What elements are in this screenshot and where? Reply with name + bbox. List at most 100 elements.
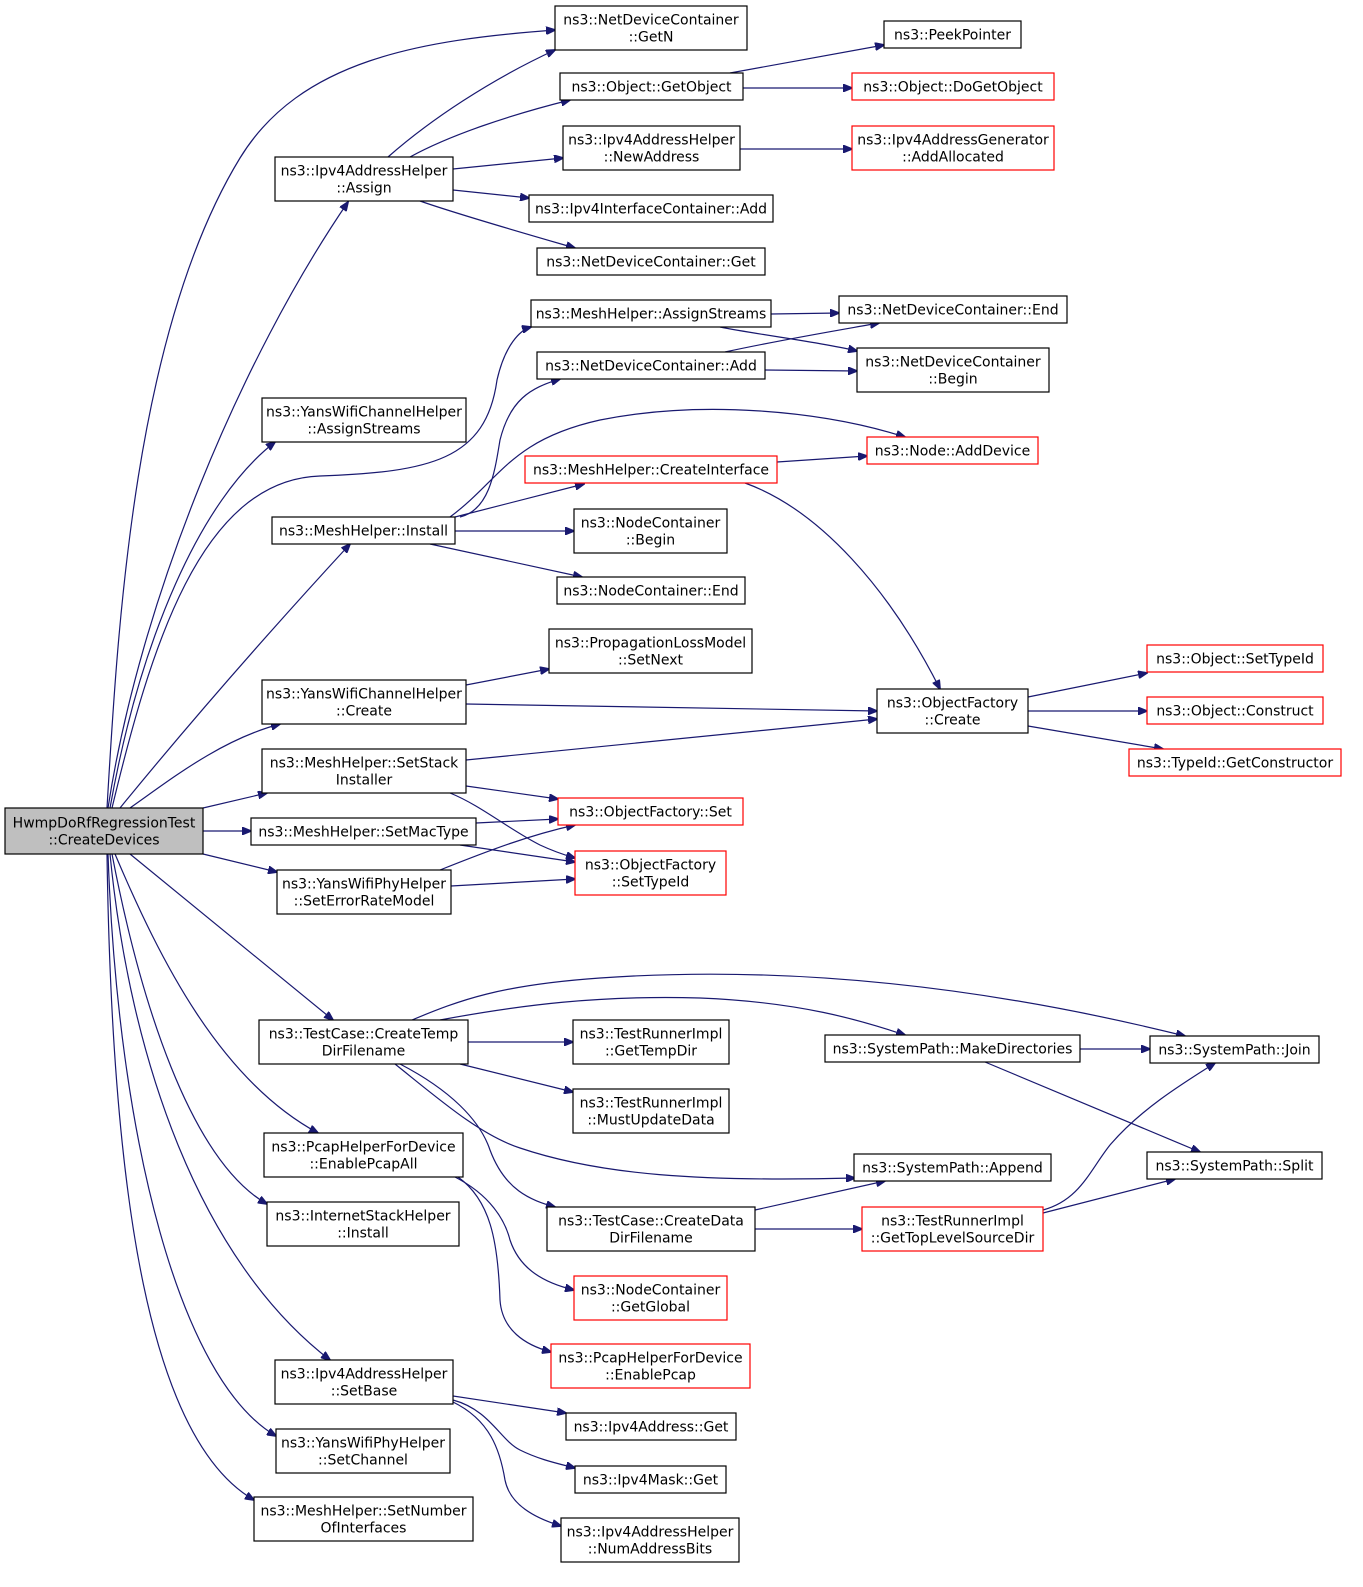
- edge-root-to-mh_assignstreams: [111, 327, 531, 809]
- node-peekpointer[interactable]: ns3::PeekPointer: [883, 20, 1022, 49]
- node-of-settypeid[interactable]: ns3::ObjectFactory::SetTypeId: [574, 850, 727, 896]
- node-label-line: ns3::SystemPath::MakeDirectories: [833, 1042, 1073, 1058]
- node-box: [266, 1201, 460, 1247]
- node-mh-assignstreams[interactable]: ns3::MeshHelper::AssignStreams: [530, 299, 772, 328]
- node-label-line: ns3::TestCase::CreateData: [558, 1214, 744, 1230]
- node-box: [261, 679, 467, 725]
- node-box: [866, 436, 1039, 465]
- node-obj-dogetobject[interactable]: ns3::Object::DoGetObject: [851, 72, 1055, 101]
- node-label-line: ns3::PcapHelperForDevice: [558, 1351, 742, 1367]
- edge-mh_setmactype-to-of_set: [475, 819, 558, 824]
- node-label-line: ns3::Ipv4Mask::Get: [583, 1473, 719, 1489]
- node-box: [263, 1132, 464, 1178]
- node-ndc-add[interactable]: ns3::NetDeviceContainer::Add: [536, 351, 766, 380]
- edge-mh_setmactype-to-of_settypeid: [459, 844, 575, 862]
- node-nc-getglobal[interactable]: ns3::NodeContainer::GetGlobal: [573, 1275, 728, 1321]
- node-ywph-seterrorratemodel[interactable]: ns3::YansWifiPhyHelper::SetErrorRateMode…: [276, 869, 452, 915]
- node-label-line: ns3::PropagationLossModel: [555, 636, 746, 652]
- edge-obj_getobject-to-peekpointer: [729, 45, 884, 74]
- node-obj-getobject[interactable]: ns3::Object::GetObject: [559, 72, 744, 101]
- node-box: [1146, 696, 1324, 725]
- node-node-adddevice[interactable]: ns3::Node::AddDevice: [866, 436, 1039, 465]
- node-ndc-begin[interactable]: ns3::NetDeviceContainer::Begin: [856, 347, 1050, 393]
- node-obj-construct[interactable]: ns3::Object::Construct: [1146, 696, 1324, 725]
- node-ywch-create[interactable]: ns3::YansWifiChannelHelper::Create: [261, 679, 467, 725]
- node-obj-settypeid[interactable]: ns3::Object::SetTypeId: [1146, 644, 1324, 673]
- node-ipv4ah-newaddress[interactable]: ns3::Ipv4AddressHelper::NewAddress: [562, 125, 741, 171]
- edge-tri_gettoplevelsourcedir-to-sp_join: [1042, 1063, 1215, 1211]
- node-nc-begin[interactable]: ns3::NodeContainer::Begin: [573, 508, 728, 554]
- node-plm-setnext[interactable]: ns3::PropagationLossModel::SetNext: [548, 628, 753, 674]
- edge-root-to-mh_setnumberofinterfaces: [106, 853, 254, 1500]
- node-ywch-assignstreams[interactable]: ns3::YansWifiChannelHelper::AssignStream…: [261, 397, 467, 443]
- edge-ndc_add-to-ndc_begin: [764, 370, 857, 371]
- node-label-line: ns3::NodeContainer: [581, 516, 721, 532]
- node-ndc-get[interactable]: ns3::NetDeviceContainer::Get: [536, 247, 766, 276]
- node-phfd-enablepcapall[interactable]: ns3::PcapHelperForDevice::EnablePcapAll: [263, 1132, 464, 1178]
- node-box: [554, 5, 748, 51]
- node-box: [530, 299, 772, 328]
- node-ywph-setchannel[interactable]: ns3::YansWifiPhyHelper::SetChannel: [275, 1428, 451, 1474]
- edge-ipv4ah_assign-to-ndc_getn: [387, 50, 555, 158]
- edge-root-to-ish_install: [111, 853, 267, 1204]
- node-box: [546, 1206, 756, 1252]
- node-ndc-getn[interactable]: ns3::NetDeviceContainer::GetN: [554, 5, 748, 51]
- node-label-line: ::AddAllocated: [902, 150, 1004, 166]
- node-nc-end[interactable]: ns3::NodeContainer::End: [556, 576, 746, 605]
- node-ipv4ag-addallocated[interactable]: ns3::Ipv4AddressGenerator::AddAllocated: [851, 125, 1055, 171]
- node-label-line: HwmpDoRfRegressionTest: [13, 816, 196, 832]
- node-box: [556, 576, 746, 605]
- node-sp-append[interactable]: ns3::SystemPath::Append: [853, 1153, 1052, 1182]
- node-ipv4ic-add[interactable]: ns3::Ipv4InterfaceContainer::Add: [528, 194, 774, 223]
- node-label-line: ns3::Ipv4AddressHelper: [281, 164, 448, 180]
- node-label-line: ns3::Object::SetTypeId: [1156, 652, 1314, 668]
- node-box: [573, 508, 728, 554]
- node-tri-gettoplevelsourcedir[interactable]: ns3::TestRunnerImpl::GetTopLevelSourceDi…: [861, 1206, 1044, 1252]
- node-typeid-getconstructor[interactable]: ns3::TypeId::GetConstructor: [1128, 748, 1342, 777]
- edge-ywph_seterrorratemodel-to-of_settypeid: [450, 879, 575, 887]
- node-tri-mustupdatedata[interactable]: ns3::TestRunnerImpl::MustUpdateData: [572, 1088, 730, 1134]
- node-ipv4ah-setbase[interactable]: ns3::Ipv4AddressHelper::SetBase: [274, 1359, 454, 1405]
- node-label-line: ::AssignStreams: [307, 422, 420, 438]
- edge-mh_install-to-node_adddevice: [449, 408, 905, 518]
- node-of-set[interactable]: ns3::ObjectFactory::Set: [557, 797, 744, 826]
- node-label-line: ns3::YansWifiPhyHelper: [281, 1436, 445, 1452]
- node-label-line: ns3::MeshHelper::SetNumber: [260, 1504, 466, 1520]
- node-label-line: ::GetGlobal: [611, 1300, 690, 1316]
- node-box: [258, 1019, 469, 1065]
- node-ipv4mask-get[interactable]: ns3::Ipv4Mask::Get: [574, 1465, 727, 1494]
- edge-mh_createinterface-to-node_adddevice: [776, 456, 867, 463]
- node-label-line: ns3::ObjectFactory: [887, 696, 1018, 712]
- node-ipv4address-get[interactable]: ns3::Ipv4Address::Get: [565, 1412, 737, 1441]
- node-of-create[interactable]: ns3::ObjectFactory::Create: [876, 688, 1029, 734]
- node-mh-setmactype[interactable]: ns3::MeshHelper::SetMacType: [250, 817, 477, 846]
- node-tri-gettempdir[interactable]: ns3::TestRunnerImpl::GetTempDir: [572, 1019, 730, 1065]
- node-root[interactable]: HwmpDoRfRegressionTest::CreateDevices: [4, 807, 204, 855]
- edge-root-to-mh_install: [119, 544, 350, 809]
- node-sp-makedirectories[interactable]: ns3::SystemPath::MakeDirectories: [824, 1034, 1081, 1063]
- node-box: [861, 1206, 1044, 1252]
- node-label-line: ::SetBase: [331, 1384, 398, 1400]
- node-sp-join[interactable]: ns3::SystemPath::Join: [1149, 1035, 1320, 1064]
- node-sp-split[interactable]: ns3::SystemPath::Split: [1146, 1151, 1323, 1180]
- node-label-line: ::NewAddress: [604, 150, 700, 166]
- node-mh-createinterface[interactable]: ns3::MeshHelper::CreateInterface: [524, 455, 778, 484]
- node-mh-install[interactable]: ns3::MeshHelper::Install: [271, 516, 456, 545]
- node-label-line: ns3::ObjectFactory::Set: [569, 805, 732, 821]
- node-label-line: ns3::TestRunnerImpl: [881, 1214, 1024, 1230]
- node-ish-install[interactable]: ns3::InternetStackHelper::Install: [266, 1201, 460, 1247]
- node-label-line: ::SetChannel: [318, 1453, 408, 1469]
- edge-root-to-ndc_getn: [106, 30, 555, 809]
- node-ipv4ah-numaddressbits[interactable]: ns3::Ipv4AddressHelper::NumAddressBits: [560, 1517, 740, 1563]
- node-ipv4ah-assign[interactable]: ns3::Ipv4AddressHelper::Assign: [274, 156, 454, 202]
- node-label-line: ns3::Object::Construct: [1156, 704, 1314, 720]
- node-label-line: ns3::MeshHelper::SetStack: [270, 756, 459, 772]
- node-box: [565, 1412, 737, 1441]
- node-ndc-end[interactable]: ns3::NetDeviceContainer::End: [838, 295, 1068, 324]
- node-phfd-enablepcap[interactable]: ns3::PcapHelperForDevice::EnablePcap: [550, 1343, 751, 1389]
- edges-layer: [106, 30, 1215, 1526]
